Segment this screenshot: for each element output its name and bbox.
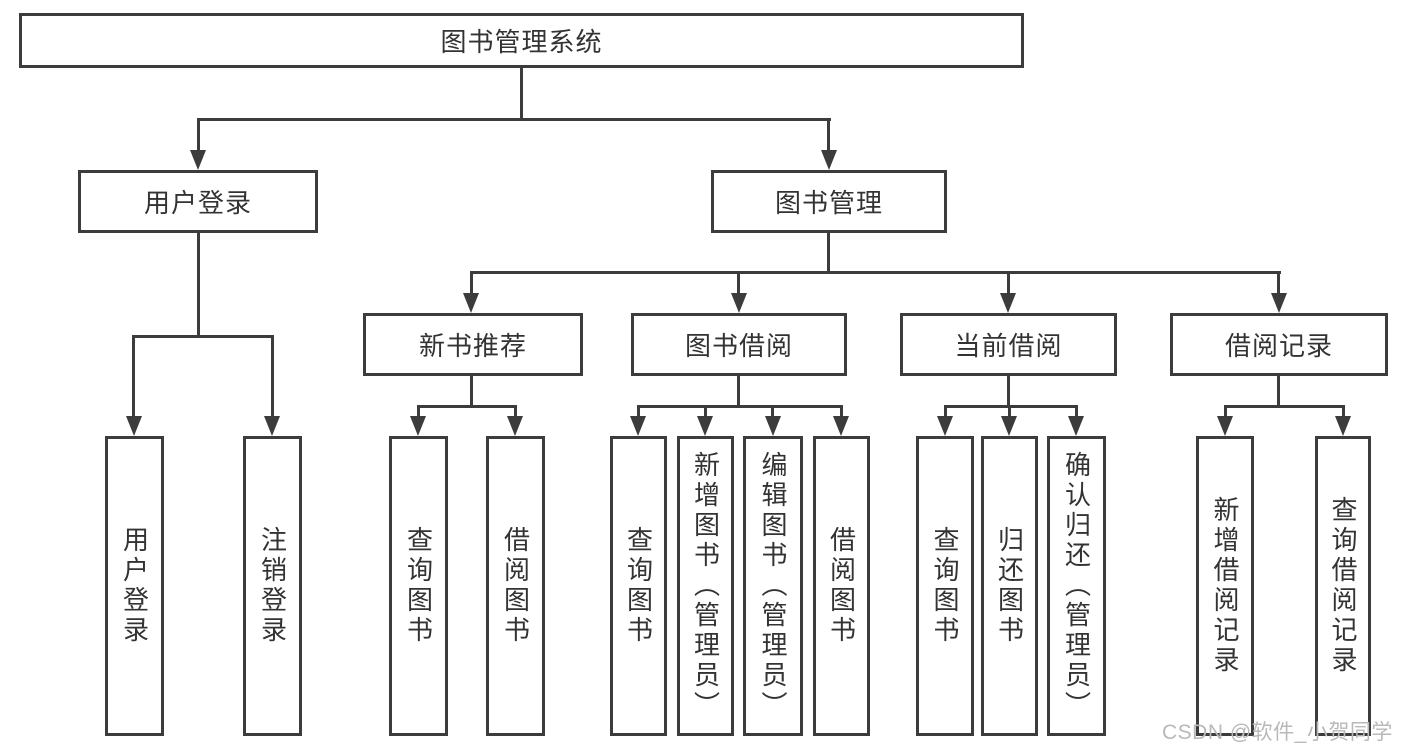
connector-drop (944, 405, 947, 418)
leaf-label: 查询借阅记录 (1328, 496, 1358, 676)
node-new-book-recommendation: 新书推荐 (363, 313, 583, 376)
node-user-login: 用户登录 (78, 170, 318, 233)
connector-drop (840, 405, 843, 418)
arrow-down-icon (1000, 293, 1016, 313)
connector-drop (637, 405, 640, 418)
connector-drop (417, 405, 420, 418)
arrow-down-icon (765, 416, 781, 436)
csdn-watermark: CSDN @软件_小贺同学 (1162, 721, 1393, 744)
node-book-borrowing: 图书借阅 (631, 313, 847, 376)
connector-borrow-stem (737, 376, 740, 407)
connector-drop (470, 271, 473, 297)
connector-drop (704, 405, 707, 418)
arrow-down-icon (1001, 416, 1017, 436)
connector-root-stem (520, 67, 523, 120)
node-label: 图书管理 (774, 188, 883, 218)
connector-bookmgmt-branch (470, 271, 1281, 274)
leaf-label: 编辑图书（管理员） (758, 451, 788, 721)
arrow-down-icon (630, 416, 646, 436)
arrow-down-icon (697, 416, 713, 436)
arrow-down-icon (833, 416, 849, 436)
connector-drop (1224, 405, 1227, 418)
leaf-label: 归还图书 (994, 526, 1025, 646)
connector-userlogin-stem (197, 233, 200, 337)
arrow-down-icon (190, 150, 206, 170)
leaf-label: 借阅图书 (500, 526, 531, 646)
node-current-borrowing: 当前借阅 (900, 313, 1117, 376)
leaf-label: 确认归还（管理员） (1061, 451, 1092, 721)
connector-drop (132, 335, 135, 418)
leaf-edit-books-admin: 编辑图书（管理员） (743, 436, 803, 736)
leaf-label: 新增图书（管理员） (690, 451, 721, 721)
leaf-query-books-borrowing: 查询图书 (610, 436, 667, 736)
arrow-down-icon (821, 150, 837, 170)
arrow-down-icon (937, 416, 953, 436)
node-label: 当前借阅 (954, 331, 1063, 361)
arrow-down-icon (1068, 416, 1084, 436)
node-label: 用户登录 (143, 188, 252, 218)
connector-drop (771, 405, 774, 418)
connector-drop (271, 335, 274, 418)
node-label: 新书推荐 (418, 331, 527, 361)
connector-drop (827, 118, 830, 152)
connector-bookmgmt-stem (827, 233, 830, 273)
leaf-label: 注销登录 (257, 526, 288, 646)
node-library-management-system: 图书管理系统 (19, 13, 1024, 68)
leaf-label: 新增借阅记录 (1210, 496, 1240, 676)
arrow-down-icon (1271, 293, 1287, 313)
connector-drop (1075, 405, 1078, 418)
leaf-label: 查询图书 (403, 526, 434, 646)
leaf-borrow-books-recommend: 借阅图书 (486, 436, 545, 736)
node-label: 借阅记录 (1224, 331, 1333, 361)
arrow-down-icon (731, 293, 747, 313)
node-label: 图书借阅 (684, 331, 793, 361)
leaf-user-login: 用户登录 (105, 436, 164, 736)
arrow-down-icon (126, 416, 142, 436)
connector-drop (514, 405, 517, 418)
arrow-down-icon (410, 416, 426, 436)
leaf-label: 借阅图书 (826, 526, 857, 646)
connector-newbook-stem (470, 376, 473, 407)
connector-drop (1007, 271, 1010, 297)
connector-root-branch (197, 118, 831, 121)
connector-newbook-branch (417, 405, 517, 408)
arrow-down-icon (1335, 416, 1351, 436)
node-borrowing-records: 借阅记录 (1170, 313, 1388, 376)
arrow-down-icon (507, 416, 523, 436)
leaf-add-borrow-record: 新增借阅记录 (1196, 436, 1254, 736)
connector-drop (1008, 405, 1011, 418)
connector-records-stem (1277, 376, 1280, 407)
arrow-down-icon (1217, 416, 1233, 436)
connector-drop (737, 271, 740, 297)
connector-current-branch (944, 405, 1078, 408)
connector-borrow-branch (637, 405, 843, 408)
connector-userlogin-branch (132, 335, 274, 338)
connector-drop (1277, 271, 1280, 297)
leaf-query-books-current: 查询图书 (916, 436, 974, 736)
leaf-borrow-books: 借阅图书 (813, 436, 870, 736)
connector-drop (1342, 405, 1345, 418)
leaf-add-books-admin: 新增图书（管理员） (677, 436, 734, 736)
leaf-confirm-return-admin: 确认归还（管理员） (1047, 436, 1106, 736)
leaf-query-borrow-record: 查询借阅记录 (1315, 436, 1371, 736)
leaf-logout: 注销登录 (243, 436, 302, 736)
leaf-label: 用户登录 (119, 526, 150, 646)
connector-records-branch (1224, 405, 1345, 408)
arrow-down-icon (463, 293, 479, 313)
node-label: 图书管理系统 (440, 27, 603, 57)
leaf-label: 查询图书 (930, 526, 960, 646)
leaf-label: 查询图书 (623, 526, 654, 646)
node-book-management: 图书管理 (711, 170, 947, 233)
leaf-query-books-recommend: 查询图书 (389, 436, 448, 736)
connector-current-stem (1007, 376, 1010, 407)
arrow-down-icon (264, 416, 280, 436)
leaf-return-books: 归还图书 (981, 436, 1038, 736)
connector-drop (197, 118, 200, 152)
